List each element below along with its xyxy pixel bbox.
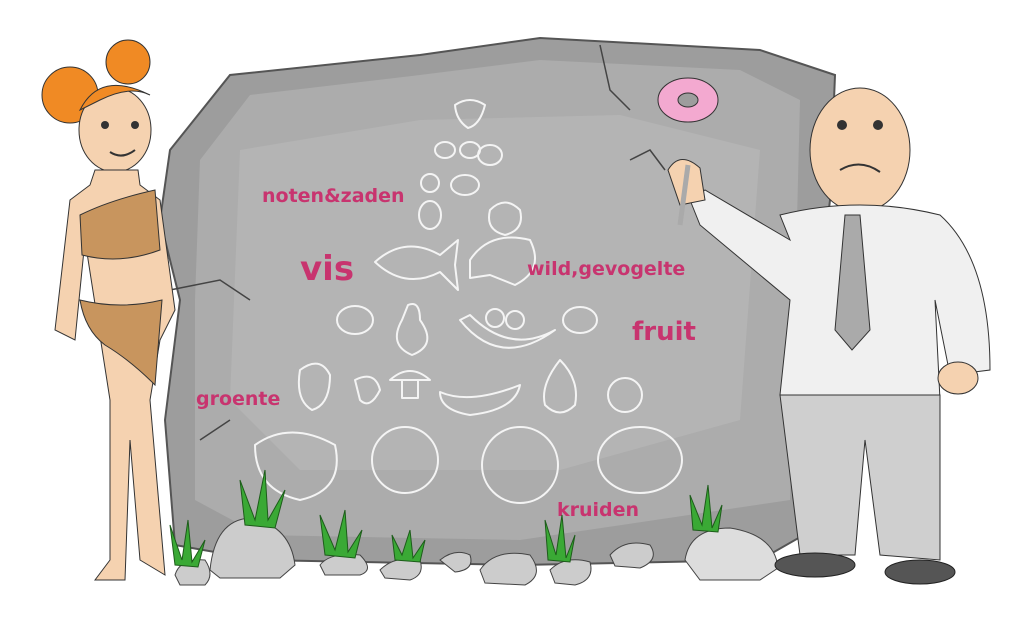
fish-icon [374, 239, 459, 291]
egg-icon [418, 200, 442, 230]
onion-icon [543, 359, 577, 414]
nut-icon [450, 174, 480, 196]
label-vis: vis [300, 249, 354, 289]
label-noten-zaden: noten&zaden [262, 185, 405, 207]
cabbage-icon [481, 426, 559, 504]
label-wild-gevogelte: wild,gevogelte [527, 258, 685, 280]
hazelnut-icon [420, 173, 440, 193]
cavewoman-figure [41, 39, 176, 581]
lettuce-icon [254, 431, 338, 501]
pepper-icon [297, 362, 331, 411]
tomato-icon [607, 377, 643, 413]
radish-icon [354, 375, 381, 405]
cabbage-icon [371, 426, 439, 494]
cherry-icon [485, 308, 505, 328]
banana-icon [459, 314, 556, 349]
label-groente: groente [196, 388, 280, 410]
strawberry-icon [454, 99, 486, 129]
walnut-icon [477, 144, 503, 166]
eggplant-icon [439, 384, 521, 416]
egg-icon [488, 201, 522, 236]
plum-icon [336, 305, 374, 335]
nut-icon [434, 141, 456, 159]
cherry-icon [505, 310, 525, 330]
lemon-icon [562, 306, 598, 334]
stones-and-grass [169, 469, 779, 586]
mushroom-icon [389, 370, 431, 399]
cauliflower-icon [597, 426, 683, 494]
drumstick-icon [469, 236, 536, 286]
man-figure [657, 77, 991, 585]
food-drawings [254, 99, 683, 504]
pear-icon [395, 303, 429, 356]
label-kruiden: kruiden [557, 499, 639, 521]
label-fruit: fruit [632, 317, 696, 347]
stone-tablet [158, 36, 837, 567]
